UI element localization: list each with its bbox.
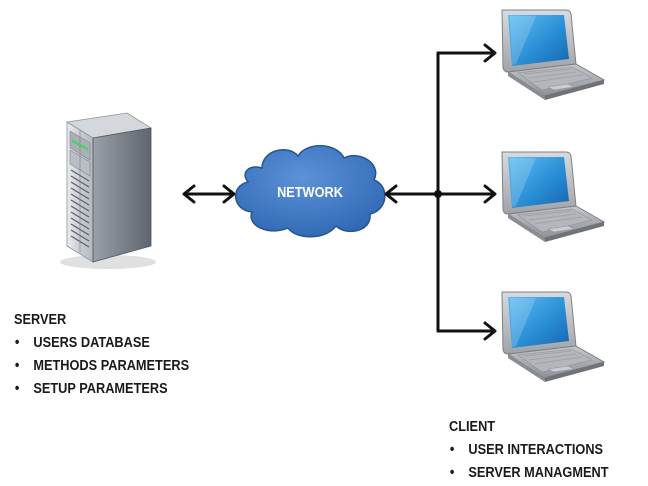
server-title: SERVER xyxy=(14,312,67,328)
junction-dot xyxy=(434,190,442,198)
client-label-block: CLIENT •USER INTERACTIONS •SERVER MANAGM… xyxy=(449,416,609,485)
list-item: •METHODS PARAMETERS xyxy=(14,358,190,374)
server-tower-icon xyxy=(60,112,156,269)
client-branch-connector xyxy=(436,43,497,341)
list-item: •SERVER MANAGMENT xyxy=(449,465,609,481)
server-item-list: •USERS DATABASE •METHODS PARAMETERS •SET… xyxy=(14,332,189,401)
server-item-setup-parameters: SETUP PARAMETERS xyxy=(33,381,168,397)
list-item: •SETUP PARAMETERS xyxy=(14,381,168,397)
laptop-icon xyxy=(501,9,605,101)
server-item-methods-parameters: METHODS PARAMETERS xyxy=(33,358,190,374)
list-item: •USERS DATABASE xyxy=(14,335,150,351)
client-item-server-managment: SERVER MANAGMENT xyxy=(468,465,609,481)
cloud-icon xyxy=(235,145,386,238)
network-client-arrow xyxy=(384,184,440,204)
laptop-icon xyxy=(501,151,605,243)
network-label: NETWORK xyxy=(277,184,343,200)
list-item: •USER INTERACTIONS xyxy=(449,442,604,458)
client-item-list: •USER INTERACTIONS •SERVER MANAGMENT xyxy=(449,439,609,485)
server-network-arrow xyxy=(182,184,236,204)
client-title: CLIENT xyxy=(449,419,496,435)
laptop-icon xyxy=(501,291,605,383)
server-label-block: SERVER •USERS DATABASE •METHODS PARAMETE… xyxy=(14,309,189,401)
server-item-users-database: USERS DATABASE xyxy=(33,335,150,351)
client-item-user-interactions: USER INTERACTIONS xyxy=(468,442,604,458)
